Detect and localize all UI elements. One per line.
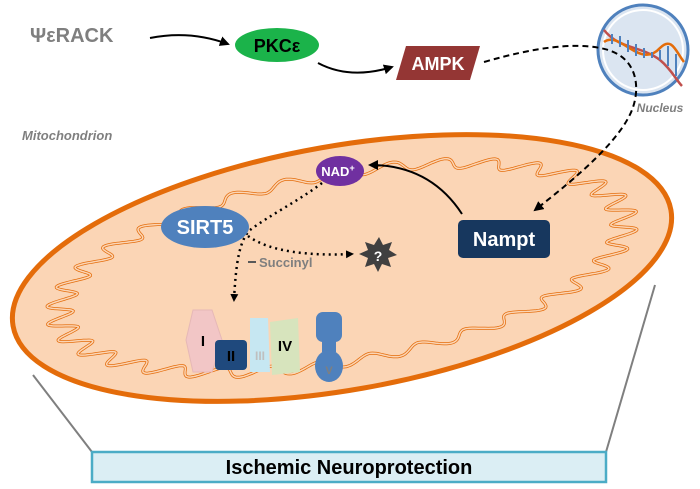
- dotted-path-nad-to-sirt5: [230, 182, 323, 302]
- funnel-line-right: [605, 284, 656, 453]
- nad-node: [316, 156, 364, 186]
- unknown-target-starburst-icon: [359, 237, 397, 272]
- mitochondrion-label: Mitochondrion: [22, 128, 112, 143]
- complex-iv: [270, 318, 300, 375]
- outcome-box: [90, 450, 608, 484]
- pkce-node: [235, 28, 319, 62]
- dna-helix-icon: [603, 29, 685, 87]
- complex-v: [315, 312, 343, 382]
- nampt-label: Nampt: [473, 229, 536, 251]
- complex-i: [185, 309, 223, 373]
- arrow-pkce-to-ampk: [317, 62, 394, 75]
- nad-text: NAD: [321, 164, 349, 179]
- complex-v-label: V: [325, 365, 333, 377]
- nad-label: NAD+: [321, 163, 354, 179]
- ampk-node: [396, 46, 480, 80]
- unknown-target-label: ?: [374, 248, 383, 264]
- nucleus-inner-ring: [602, 9, 684, 91]
- succinyl-label: Succinyl: [259, 255, 312, 270]
- nampt-node: [458, 220, 550, 258]
- complex-iv-label: IV: [278, 338, 292, 355]
- outcome-label: Ischemic Neuroprotection: [226, 457, 473, 479]
- sirt5-node: [161, 206, 249, 248]
- sirt5-label: SIRT5: [177, 217, 234, 239]
- arrow-psirack-to-pkce: [149, 34, 230, 46]
- arrow-nampt-to-nad: [368, 160, 463, 215]
- nucleus-label: Nucleus: [637, 101, 684, 115]
- ampk-label: AMPK: [412, 54, 465, 74]
- electron-transport-chain: I II III IV V: [185, 309, 343, 382]
- mitochondrion-inner-membrane-highlight: [46, 157, 638, 379]
- pkce-label: PKCε: [254, 36, 301, 56]
- complex-iii: [250, 318, 270, 372]
- mitochondrion-outer-membrane: [9, 132, 675, 404]
- complex-i-label: I: [201, 333, 205, 350]
- complex-ii: [215, 340, 247, 370]
- nad-superscript: +: [349, 163, 354, 173]
- complex-ii-label: II: [227, 348, 235, 365]
- psi-rack-label: ΨεRACK: [30, 25, 114, 47]
- complex-iii-label: III: [255, 349, 265, 363]
- funnel-line-left: [32, 374, 93, 453]
